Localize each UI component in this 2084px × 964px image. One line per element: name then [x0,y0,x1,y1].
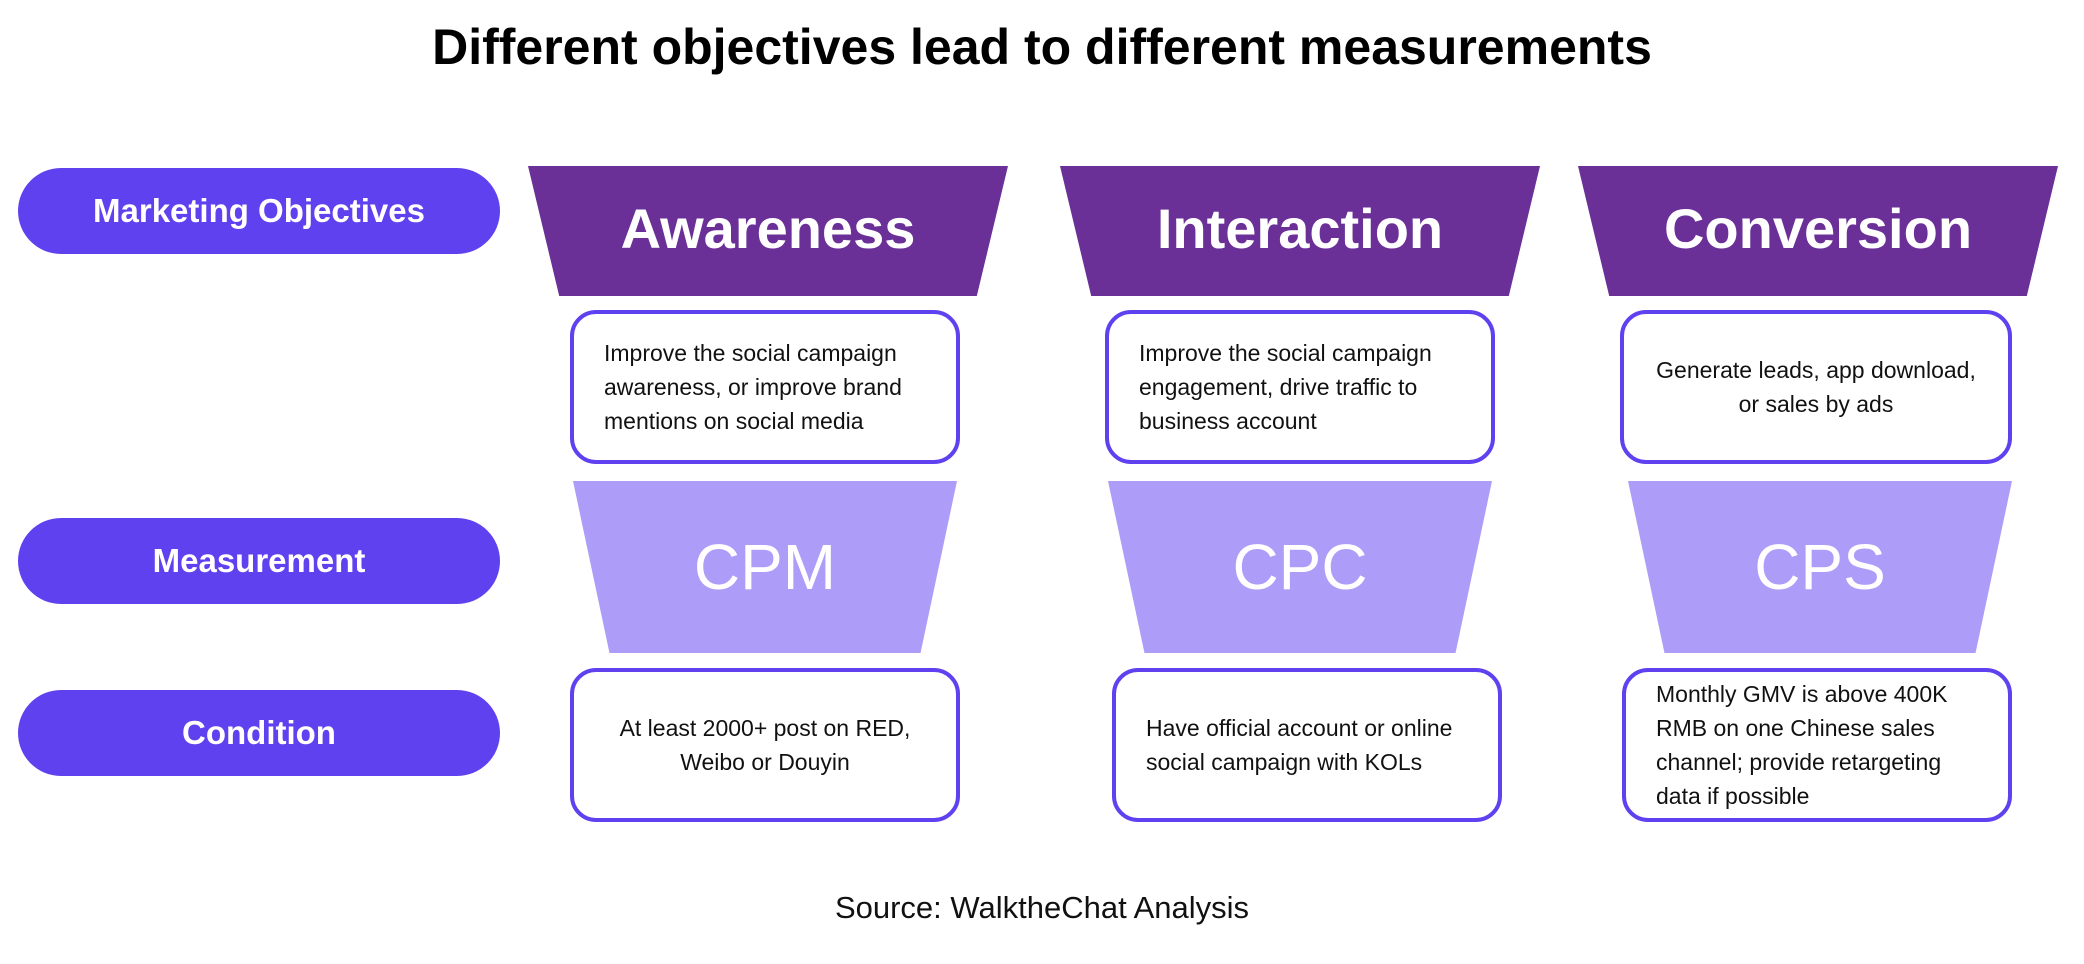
objective-description-interaction: Improve the social campaign engagement, … [1105,310,1495,464]
measurement-cpm: CPM [573,481,957,653]
condition-conversion: Monthly GMV is above 400K RMB on one Chi… [1622,668,2012,822]
source-note: Source: WalktheChat Analysis [834,890,1250,925]
measurement-cps: CPS [1628,481,2012,653]
condition-awareness: At least 2000+ post on RED, Weibo or Dou… [570,668,960,822]
row-label-condition: Condition [18,690,500,776]
measurement-cpc: CPC [1108,481,1492,653]
row-label-marketing-objectives: Marketing Objectives [18,168,500,254]
condition-interaction: Have official account or online social c… [1112,668,1502,822]
row-label-measurement: Measurement [18,518,500,604]
diagram-title: Different objectives lead to different m… [432,19,1652,75]
objective-header-conversion: Conversion [1578,166,2058,296]
objective-description-conversion: Generate leads, app download, or sales b… [1620,310,2012,464]
objective-description-awareness: Improve the social campaign awareness, o… [570,310,960,464]
objective-header-interaction: Interaction [1060,166,1540,296]
objective-header-awareness: Awareness [528,166,1008,296]
